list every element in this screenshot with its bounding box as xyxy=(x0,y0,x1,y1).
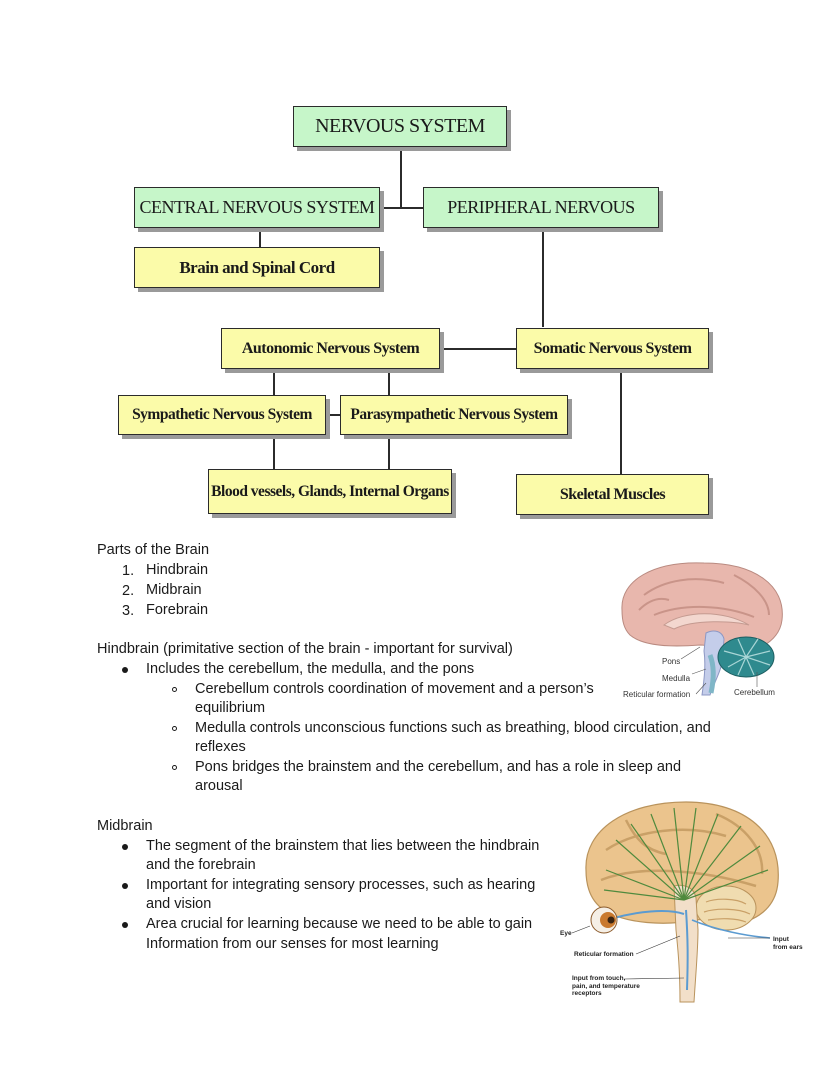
input-ears-label: Input from ears xyxy=(773,936,803,951)
cerebellum-label: Cerebellum xyxy=(734,688,775,697)
input-ears-line: from ears xyxy=(773,943,803,951)
connector xyxy=(273,434,275,469)
hindbrain-sub-item: Medulla controls unconscious functions s… xyxy=(195,720,711,736)
midbrain-bullet: The segment of the brainstem that lies b… xyxy=(146,838,540,854)
list-item: Midbrain xyxy=(146,582,202,598)
hindbrain-sub-item: Pons bridges the brainstem and the cereb… xyxy=(195,759,682,775)
hindbrain-sub-item-cont: equilibrium xyxy=(195,700,266,716)
brain-image xyxy=(621,562,783,696)
medulla-label: Medulla xyxy=(662,674,691,683)
midbrain-illustration: Eye Reticular formation Input from touch… xyxy=(556,790,812,1010)
input-touch-line: receptors xyxy=(572,990,602,997)
brain-spinal-cord-box: Brain and Spinal Cord xyxy=(134,247,380,288)
nervous-system-box: NERVOUS SYSTEM xyxy=(293,106,507,147)
connector xyxy=(440,348,516,350)
hindbrain-sub-item-cont: reflexes xyxy=(195,739,246,755)
hindbrain-bullet: Includes the cerebellum, the medulla, an… xyxy=(146,661,475,677)
hindbrain-illustration: Pons Medulla Reticular formation Cerebel… xyxy=(614,555,814,705)
midbrain-heading: Midbrain xyxy=(97,818,153,834)
sub-bullet xyxy=(172,687,177,692)
bullet xyxy=(122,922,128,928)
midbrain-bullet: Important for integrating sensory proces… xyxy=(146,877,536,893)
connector xyxy=(388,434,390,469)
skeletal-muscles-box: Skeletal Muscles xyxy=(516,474,709,515)
reticular-formation-label: Reticular formation xyxy=(623,690,691,699)
hindbrain-sub-item-cont: arousal xyxy=(195,778,243,794)
parasympathetic-box: Parasympathetic Nervous System xyxy=(340,395,568,435)
bullet xyxy=(122,883,128,889)
hindbrain-heading: Hindbrain (primitative section of the br… xyxy=(97,641,513,657)
input-ears-line: Input xyxy=(773,936,789,943)
brain-pathways-image xyxy=(571,801,779,1003)
bullet xyxy=(122,667,128,673)
list-item: Forebrain xyxy=(146,602,209,618)
input-touch-line: Input from touch, xyxy=(572,975,626,982)
input-touch-label: Input from touch, pain, and temperature … xyxy=(572,975,640,998)
connector xyxy=(380,207,423,209)
hindbrain-sub-item: Cerebellum controls coordination of move… xyxy=(195,681,594,697)
list-item: Hindbrain xyxy=(146,562,209,578)
list-number: 3. xyxy=(122,603,135,619)
connector xyxy=(542,227,544,327)
organs-box: Blood vessels, Glands, Internal Organs xyxy=(208,469,452,514)
sympathetic-box: Sympathetic Nervous System xyxy=(118,395,326,435)
input-touch-line: pain, and temperature xyxy=(572,982,640,990)
midbrain-bullet-cont: and vision xyxy=(146,896,212,912)
peripheral-nervous-box: PERIPHERAL NERVOUS xyxy=(423,187,659,228)
midbrain-bullet-cont: Information from our senses for most lea… xyxy=(146,936,439,952)
connector xyxy=(620,370,622,474)
connector xyxy=(400,146,402,208)
pons-label: Pons xyxy=(662,657,681,666)
somatic-box: Somatic Nervous System xyxy=(516,328,709,369)
parts-heading: Parts of the Brain xyxy=(97,542,210,558)
eye-label: Eye xyxy=(560,930,572,937)
connector xyxy=(326,414,340,416)
sub-bullet xyxy=(172,726,177,731)
reticular-formation-label: Reticular formation xyxy=(574,951,634,958)
list-number: 2. xyxy=(122,583,135,599)
connector xyxy=(273,369,275,395)
midbrain-bullet-cont: and the forebrain xyxy=(146,857,256,873)
bullet xyxy=(122,844,128,850)
central-nervous-system-box: CENTRAL NERVOUS SYSTEM xyxy=(134,187,380,228)
connector xyxy=(388,369,390,395)
sub-bullet xyxy=(172,765,177,770)
autonomic-box: Autonomic Nervous System xyxy=(221,328,440,369)
connector xyxy=(259,227,261,247)
list-number: 1. xyxy=(122,563,135,579)
midbrain-bullet: Area crucial for learning because we nee… xyxy=(146,916,533,932)
